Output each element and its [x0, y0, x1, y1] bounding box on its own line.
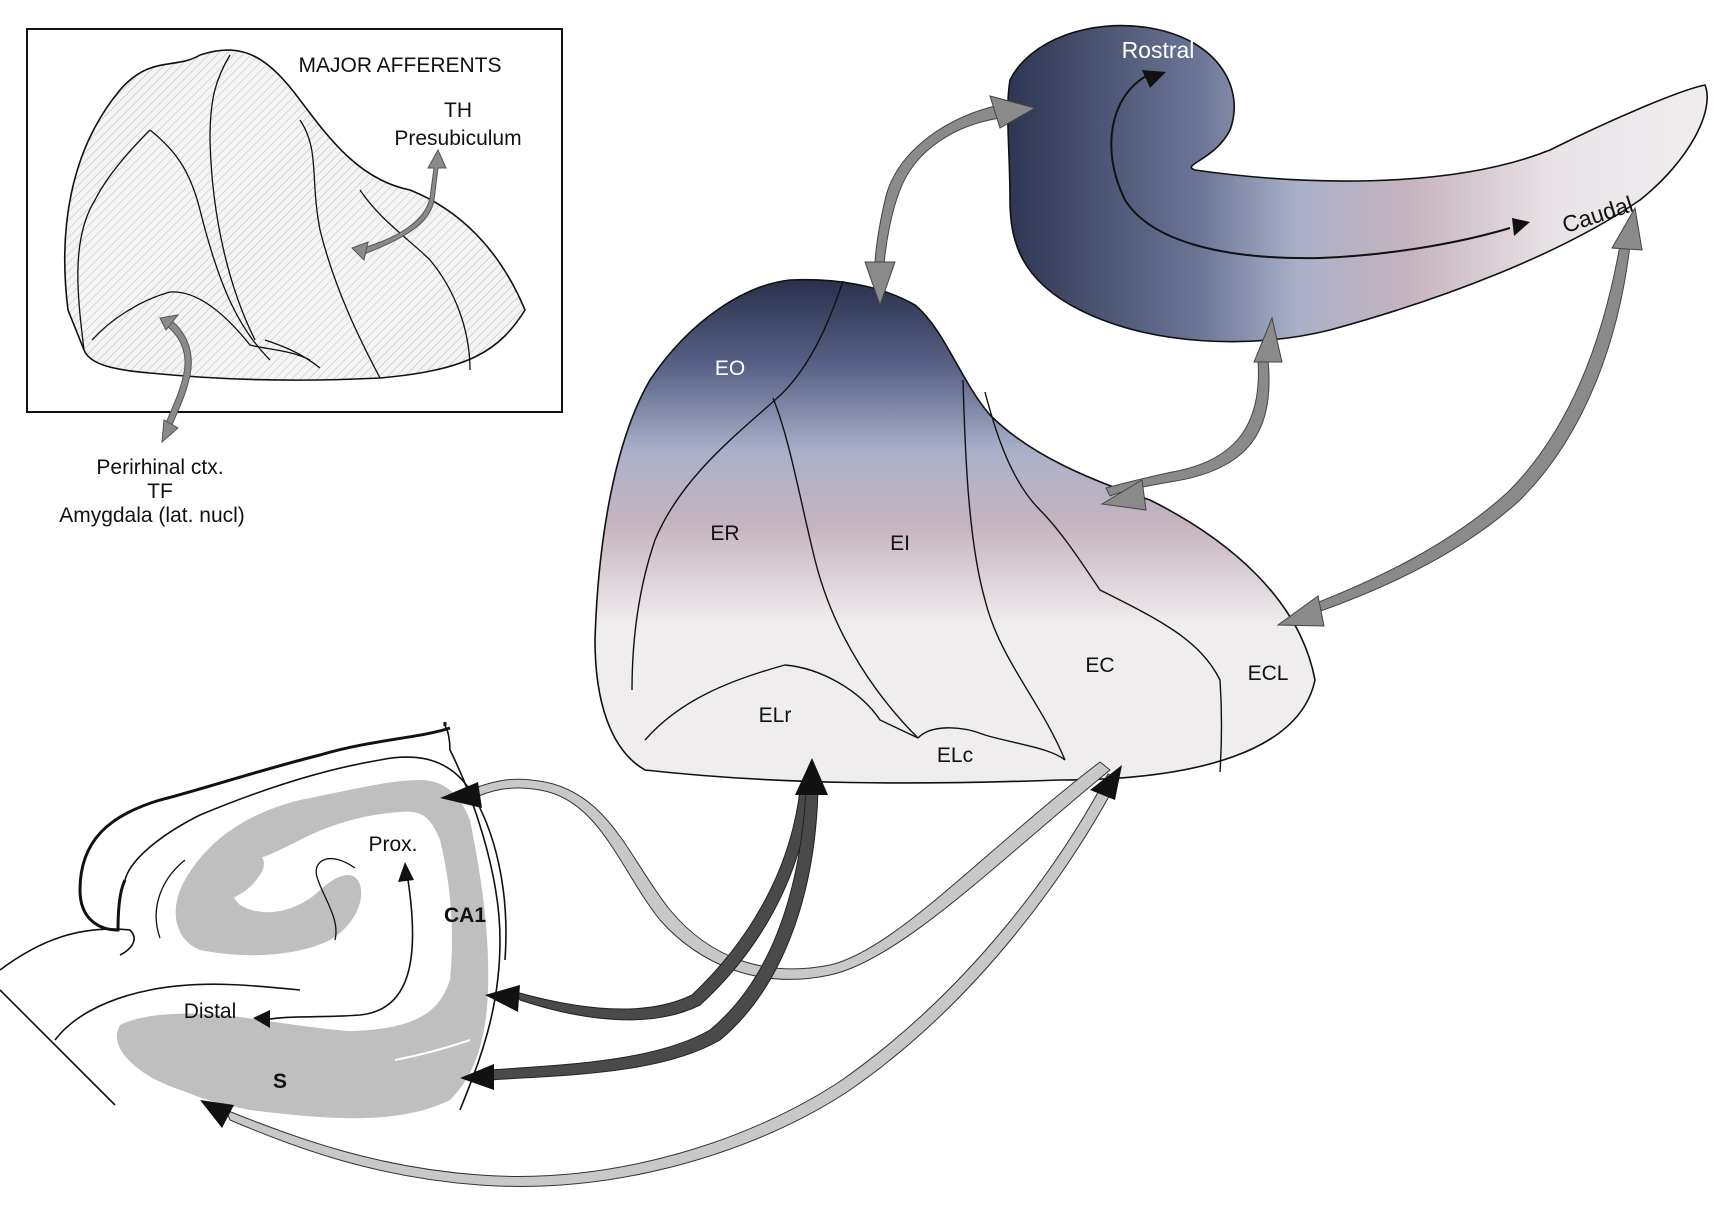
- reciprocal-arrow-head: [1611, 206, 1643, 251]
- proximal-head: [398, 862, 414, 882]
- dentate-gyrus: [204, 849, 264, 900]
- reciprocal-arrow-head: [864, 261, 896, 307]
- subfield-boundary: [772, 397, 919, 739]
- inset-boundary: [149, 129, 271, 361]
- hippocampal-outline-dg: [124, 756, 507, 961]
- dg-inner-outline: [315, 858, 356, 941]
- projection-arrows: [200, 758, 1122, 1187]
- ca1-label: CA1: [444, 904, 486, 927]
- projection-head-black: [460, 1064, 494, 1090]
- inset-entorhinal-outline: [64, 49, 526, 381]
- subfield-boundary: [917, 727, 1066, 761]
- entorhinal-cortex-body: [594, 278, 1316, 784]
- subfield-elc: ELc: [937, 744, 973, 767]
- reciprocal-arrow-head: [1100, 479, 1147, 511]
- projection-head-black: [795, 758, 828, 795]
- afferent-arrow-bottom-head-down: [161, 419, 179, 444]
- rostro-caudal-axis-arrow: [1110, 74, 1511, 260]
- projection-head-black: [1090, 765, 1122, 800]
- distal-head: [253, 1010, 270, 1028]
- rostral-axis-head: [1142, 70, 1166, 88]
- subfield-boundary: [984, 391, 1223, 773]
- projection-light-to-subiculum: [225, 773, 1119, 1187]
- reciprocal-arrow-rostral-eo: [874, 105, 1001, 266]
- projection-head-black: [485, 985, 520, 1012]
- inset-boundary: [264, 339, 321, 369]
- reciprocal-arrow-head: [1276, 595, 1325, 627]
- inset-boundary: [209, 54, 256, 341]
- hippocampal-formation: CA1 S Prox. Distal: [0, 722, 507, 1119]
- cortex-edge: [0, 928, 135, 971]
- projection-head-black: [200, 1100, 234, 1128]
- subfield-elr: ELr: [759, 704, 792, 727]
- inset-boundary: [91, 291, 311, 361]
- subfield-ecl: ECL: [1248, 662, 1289, 685]
- dg-inner-outline: [155, 859, 186, 939]
- afferent-arrow-top: [353, 148, 447, 256]
- subfield-eo: EO: [715, 357, 745, 380]
- reciprocal-arrows: [864, 95, 1643, 627]
- subfield-boundary: [962, 379, 1066, 761]
- projection-dark-to-subiculum: [489, 789, 819, 1081]
- subiculum-field: [116, 1013, 474, 1118]
- afferent-bottom-label-3: Amygdala (lat. nucl): [59, 504, 245, 527]
- reciprocal-arrow-head: [989, 95, 1037, 129]
- afferent-arrow-top-head: [351, 241, 369, 261]
- subfield-boundary: [644, 664, 919, 741]
- subfield-er: ER: [710, 522, 739, 545]
- hippocampal-outline-inner: [444, 725, 501, 1111]
- cortex-edge: [54, 983, 301, 1041]
- inset-title: MAJOR AFFERENTS: [298, 54, 501, 77]
- proximal-label: Prox.: [368, 833, 417, 856]
- afferent-top-label-1: TH: [444, 99, 472, 122]
- proximo-distal-axis: [264, 879, 414, 1021]
- ca1-subiculum-border: [394, 1039, 471, 1061]
- subfield-ei: EI: [890, 532, 910, 555]
- hippocampus-body: [1006, 24, 1708, 343]
- subfield-boundary: [631, 280, 844, 691]
- inset-boundary: [359, 189, 471, 371]
- afferent-bottom-label-1: Perirhinal ctx.: [96, 456, 223, 479]
- inset-boundary: [77, 129, 151, 351]
- inset-panel: MAJOR AFFERENTS TH Presubiculum: [26, 28, 563, 444]
- subiculum-label: S: [273, 1070, 287, 1093]
- afferent-arrow-bottom-head-up: [159, 314, 180, 331]
- reciprocal-arrow-mid-ei: [1105, 359, 1270, 497]
- subfield-ec: EC: [1085, 654, 1114, 677]
- distal-label: Distal: [184, 1000, 237, 1023]
- rostral-label: Rostral: [1122, 37, 1195, 63]
- cortex-edge: [0, 989, 116, 1106]
- rostro-caudal-axis-head: [1512, 218, 1530, 236]
- projection-head-black: [440, 782, 482, 808]
- reciprocal-arrow-head: [1253, 316, 1283, 363]
- afferent-top-label-2: Presubiculum: [394, 127, 521, 150]
- afferent-bottom-label-2: TF: [147, 480, 173, 503]
- inset-boundary: [299, 119, 381, 379]
- hippocampal-outline-outer: [78, 726, 451, 932]
